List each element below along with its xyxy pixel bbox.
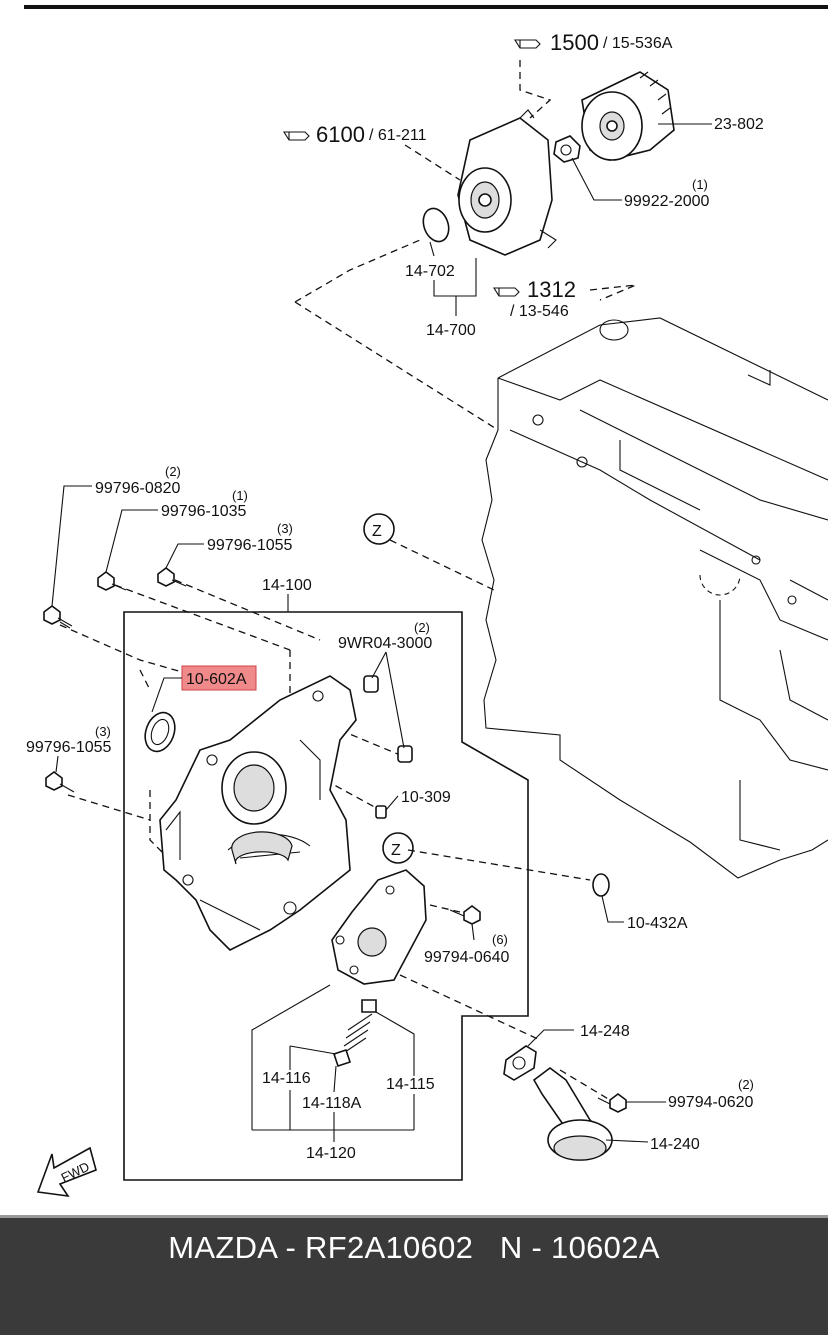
top-border (24, 5, 828, 9)
z-marker-lower: Z (382, 832, 414, 864)
bolt-99796-0820 (43, 605, 73, 629)
label-23-802: 23-802 (714, 116, 764, 133)
pin-10-309 (375, 805, 387, 819)
front-cover (159, 675, 357, 951)
label-99794-0640: 99794-0640 (424, 949, 510, 966)
qty-99796-1055-upper: (3) (277, 521, 293, 536)
svg-text:Z: Z (372, 523, 382, 540)
ref-1312-sub: / 13-546 (510, 303, 569, 320)
label-14-700: 14-700 (426, 322, 476, 339)
z-marker-upper: Z (363, 513, 395, 545)
label-14-100: 14-100 (262, 577, 312, 594)
bolt-99794-0640 (449, 905, 481, 925)
svg-text:Z: Z (391, 842, 401, 859)
oil-seal-10-602a (144, 711, 176, 753)
label-99796-0820: 99796-0820 (95, 480, 181, 497)
fwd-arrow-icon: FWD (36, 1146, 97, 1198)
o-ring-10-432a (592, 873, 610, 897)
filter-nut (553, 135, 581, 163)
label-14-115: 14-115 (386, 1076, 435, 1093)
label-99796-1055-lower: 99796-1055 (26, 739, 112, 756)
qty-99794-0620: (2) (738, 1077, 754, 1092)
label-14-248: 14-248 (580, 1023, 630, 1040)
qty-99922-2000: (1) (692, 177, 708, 192)
oil-strainer-14-240 (532, 1067, 613, 1161)
label-14-702: 14-702 (405, 263, 455, 280)
bolt-99794-0620 (597, 1093, 627, 1113)
relief-valve-plunger (332, 999, 377, 1068)
qty-9wr04-3000: (2) (414, 620, 430, 635)
oil-pump-body (331, 869, 427, 985)
bolt-99796-1055-upper (157, 567, 187, 587)
oil-cooler-assembly (457, 109, 557, 256)
oil-filter (581, 71, 675, 161)
ref-1500-num: 1500 (550, 30, 599, 55)
ref-6100-sub: / 61-211 (369, 127, 427, 144)
label-99922-2000: 99922-2000 (624, 193, 710, 210)
label-10-602a: 10-602A (186, 671, 247, 688)
dowel-pins-9wr04-3000 (363, 675, 413, 763)
label-14-120: 14-120 (306, 1145, 356, 1162)
bolt-99796-1035 (97, 571, 127, 591)
label-10-309: 10-309 (401, 789, 451, 806)
footer-part-number: MAZDA - RF2A10602 N - 10602A (168, 1230, 660, 1265)
qty-99796-1055-lower: (3) (95, 724, 111, 739)
ref-1500-sub: / 15-536A (603, 35, 673, 52)
group-box-14-100 (123, 611, 529, 1181)
label-14-116: 14-116 (262, 1070, 311, 1087)
ref-6100-num: 6100 (316, 122, 365, 147)
qty-99794-0640: (6) (492, 932, 508, 947)
label-99796-1035: 99796-1035 (161, 503, 247, 520)
alignment-lines (59, 60, 637, 1101)
footer-bar: MAZDA - RF2A10602 N - 10602A (0, 1215, 828, 1335)
o-ring-14-702 (422, 207, 450, 243)
qty-99796-0820: (2) (165, 464, 181, 479)
label-14-240: 14-240 (650, 1136, 700, 1153)
parts-diagram: 1500 / 15-536A 6100 / 61-211 1312 / 13-5… (24, 5, 828, 1198)
pointer-icon-1500 (514, 39, 541, 49)
bolt-99796-1055-lower (45, 771, 75, 793)
engine-block (481, 317, 828, 879)
label-99796-1055-upper: 99796-1055 (207, 537, 293, 554)
pointer-icon-6100 (283, 131, 310, 141)
qty-99796-1035: (1) (232, 488, 248, 503)
label-9wr04-3000: 9WR04-3000 (338, 635, 432, 652)
label-10-432a: 10-432A (627, 915, 688, 932)
label-99794-0620: 99794-0620 (668, 1094, 754, 1111)
gasket-14-248 (503, 1045, 537, 1081)
label-14-118a: 14-118A (302, 1095, 362, 1112)
pointer-icon-1312 (493, 287, 520, 297)
ref-1312-num: 1312 (527, 277, 576, 302)
